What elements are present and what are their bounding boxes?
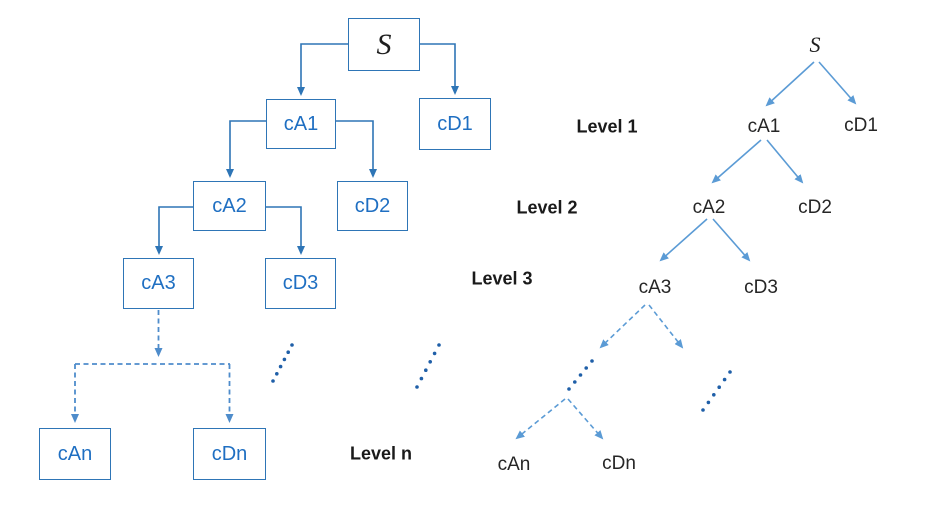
dashed-arrow-ca3-right: [648, 304, 684, 349]
right-tree-node-ca1: cA1: [747, 116, 781, 137]
right-tree-node-cd2: cD2: [798, 197, 832, 218]
ellipsis-dots-left-outer: [415, 343, 441, 389]
dashed-arrow-to-cdn: [567, 398, 604, 440]
arrow-s-to-cd1: [818, 61, 857, 105]
left-tree-node-cd3: cD3: [265, 258, 336, 309]
right-tree-dashed-arrows: [515, 304, 684, 440]
level-2-label: Level 2: [516, 197, 578, 218]
right-tree-solid-arrows: [659, 61, 857, 262]
right-tree-node-ca2: cA2: [692, 197, 726, 218]
connector-ca2-to-cd3: [266, 206, 305, 255]
connector-s-to-ca1: [297, 43, 348, 96]
arrow-ca2-to-ca3: [659, 218, 708, 262]
left-tree-node-ca1: cA1: [266, 99, 336, 149]
level-1-label: Level 1: [576, 116, 638, 137]
left-tree-node-ca2: cA2: [193, 181, 266, 231]
ellipsis-dots-right-right-branch: [701, 370, 732, 412]
arrow-ca1-to-ca2: [711, 139, 762, 184]
left-tree-node-cd1: cD1: [419, 98, 491, 150]
left-tree-solid-connectors: [155, 43, 459, 255]
left-tree-dashed-connectors: [71, 310, 234, 423]
left-tree-node-s: S: [348, 18, 420, 71]
level-3-label: Level 3: [471, 268, 533, 289]
right-tree-node-s: S: [809, 32, 821, 57]
right-tree-node-ca3: cA3: [638, 277, 672, 298]
connector-ca1-to-cd2: [336, 120, 377, 178]
arrow-ca1-to-cd2: [766, 139, 804, 184]
ellipsis-dots-right-left-branch: [567, 359, 594, 391]
ellipsis-dots-left-inner: [271, 343, 294, 383]
left-tree-node-ca3: cA3: [123, 258, 194, 309]
arrow-s-to-ca1: [765, 61, 815, 107]
arrow-ca2-to-cd3: [712, 218, 751, 262]
level-n-label: Level n: [349, 443, 413, 464]
left-tree-node-cd2: cD2: [337, 181, 408, 231]
dashed-arrow-ca3-left: [599, 304, 646, 349]
left-tree-node-can: cAn: [39, 428, 111, 480]
right-tree-node-cdn: cDn: [602, 453, 636, 474]
left-tree-node-cdn: cDn: [193, 428, 266, 480]
right-tree-node-cd3: cD3: [744, 277, 778, 298]
right-tree-node-cd1: cD1: [844, 115, 878, 136]
connector-ca2-to-ca3: [155, 206, 193, 255]
connector-s-to-cd1: [420, 43, 459, 95]
connector-ca1-to-ca2: [226, 120, 266, 178]
dashed-arrow-to-can: [515, 398, 566, 440]
right-tree-node-can: cAn: [497, 454, 531, 475]
